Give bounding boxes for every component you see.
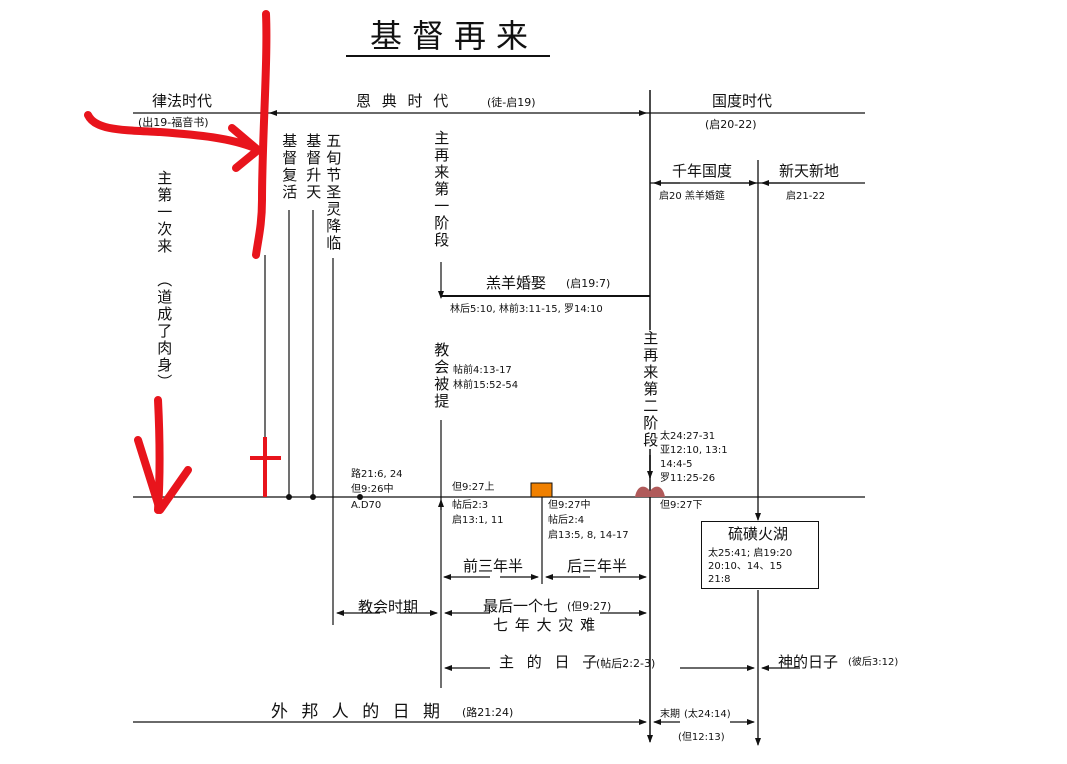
resurrection-label: 基督复活 [280,133,299,201]
abomination-marker [530,482,553,498]
lake-label: 硫磺火湖 [728,525,789,543]
wedding-ref: (启19:7) [566,277,611,290]
dan927-top-ref: 但9:27上 [452,482,495,493]
lords-day-label: 主 的 日 子 [499,653,602,671]
dan927-mid-ref: 但9:27中 [548,500,591,511]
rapture-label: 教会被提 [432,342,451,410]
mount-of-olives-mark [635,486,665,497]
dan1213-ref: (但12:13) [678,732,725,743]
era-grace-ref: (徒-启19) [487,96,536,109]
first-half-label: 前三年半 [463,557,524,575]
lake-ref-1: 太25:41; 启19:20 [708,548,793,559]
era-new-heaven-label: 新天新地 [779,162,840,180]
pentecost-label: 五旬节圣灵降临 [324,133,343,252]
era-new-heaven-ref: 启21-22 [786,191,826,202]
red-annotation-vertical [252,10,271,259]
thess2-4-ref: 帖后2:4 [548,515,585,526]
era-millennium-ref: 启20 羔羊婚筵 [659,191,725,202]
last-seven-ref: (但9:27) [567,600,612,613]
gentiles-ref: (路21:24) [462,706,514,719]
ascension-label: 基督升天 [304,133,323,201]
era-grace-label: 恩 典 时 代 [356,92,452,110]
red-annotation-arrow [84,111,259,152]
ad70-ref: A.D70 [351,500,382,511]
second-coming-stage2-label: 主再来第二阶段 [641,330,660,449]
lake-of-fire-box: 硫磺火湖 太25:41; 启19:20 20:10、14、15 21:8 [701,521,819,589]
rapture-ref-1: 帖前4:13-17 [453,365,512,376]
lords-day-ref: (帖后2:2-3) [596,657,656,670]
era-law-label: 律法时代 [152,92,213,110]
rev13-1-ref: 启13:1, 11 [452,515,504,526]
luke-ref: 路21:6, 24 [351,469,403,480]
end-label: 末期 [660,709,680,720]
dan926-ref: 但9:26中 [351,484,394,495]
rapture-ref-2: 林前15:52-54 [453,380,519,391]
thess2-3-ref: 帖后2:3 [452,500,489,511]
incarnation-label: （道成了肉身） [155,272,174,391]
page-title: 基督再来 [370,17,539,55]
lake-ref-3: 21:8 [708,574,731,585]
second-ref-4: 罗11:25-26 [660,473,716,484]
wedding-label: 羔羊婚娶 [486,274,547,292]
dan927-bottom-ref: 但9:27下 [660,500,703,511]
era-kingdom-label: 国度时代 [712,92,773,110]
gods-day-label: 神的日子 [778,653,839,671]
church-age-label: 教会时期 [358,598,419,616]
end-ref: (太24:14) [684,709,731,720]
second-ref-1: 太24:27-31 [660,431,716,442]
rev13-5-ref: 启13:5, 8, 14-17 [548,530,629,541]
era-millennium-label: 千年国度 [672,162,733,180]
lake-ref-2: 20:10、14、15 [708,561,783,572]
second-ref-3: 14:4-5 [660,459,693,470]
second-half-label: 后三年半 [567,557,628,575]
last-seven-label: 最后一个七 [483,597,559,615]
wedding-refs2: 林后5:10, 林前3:11-15, 罗14:10 [450,304,603,315]
gods-day-ref: (彼后3:12) [848,657,899,668]
first-coming-label: 主第一次来 [155,170,174,255]
gentiles-label: 外 邦 人 的 日 期 [265,704,451,721]
second-coming-stage1-label: 主再来第一阶段 [432,130,451,249]
era-kingdom-ref: (启20-22) [705,118,757,131]
era-law-ref: (出19-福音书) [138,116,209,129]
second-ref-2: 亚12:10, 13:1 [660,445,728,456]
tribulation-label: 七 年 大 灾 难 [493,616,597,634]
